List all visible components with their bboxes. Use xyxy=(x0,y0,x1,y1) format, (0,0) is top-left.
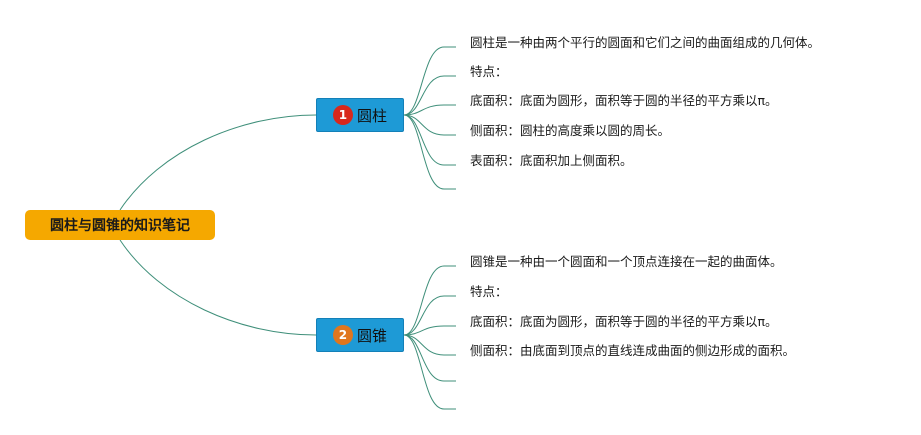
root-to-branch-1-connector xyxy=(119,114,317,211)
cone-base-area-leaf[interactable]: 底面积：底面为圆形，面积等于圆的半径的平方乘以π。 xyxy=(470,314,778,329)
leaf-connector-1-6 xyxy=(403,114,456,190)
cylinder-definition-leaf[interactable]: 圆柱是一种由两个平行的圆面和它们之间的曲面组成的几何体。 xyxy=(470,35,821,50)
leaf-connector-1-3 xyxy=(403,104,456,116)
leaf-connector-2-4 xyxy=(403,334,456,356)
leaf-connector-1-1 xyxy=(403,46,456,116)
cylinder-base-area-leaf[interactable]: 底面积：底面为圆形，面积等于圆的半径的平方乘以π。 xyxy=(470,93,778,108)
leaf-connector-2-2 xyxy=(403,295,456,336)
leaf-connector-1-4 xyxy=(403,114,456,136)
leaf-connector-2-5 xyxy=(403,334,456,382)
leaf-connector-1-2 xyxy=(403,75,456,116)
branch-node-cylinder[interactable]: 1 圆柱 xyxy=(316,98,404,132)
cylinder-lateral-area-leaf[interactable]: 侧面积：圆柱的高度乘以圆的周长。 xyxy=(470,123,671,138)
cylinder-features-leaf[interactable]: 特点： xyxy=(470,64,508,79)
leaf-connector-2-6 xyxy=(403,334,456,410)
root-node[interactable]: 圆柱与圆锥的知识笔记 xyxy=(25,210,215,240)
branch-2-leaf-connectors xyxy=(403,265,456,410)
root-to-branch-2-connector xyxy=(119,239,317,336)
leaf-connector-1-5 xyxy=(403,114,456,166)
cone-features-leaf[interactable]: 特点： xyxy=(470,284,508,299)
branch-node-cone[interactable]: 2 圆锥 xyxy=(316,318,404,352)
number-2-badge-icon: 2 xyxy=(332,325,353,345)
cylinder-surface-area-leaf[interactable]: 表面积：底面积加上侧面积。 xyxy=(470,153,633,168)
leaf-connector-2-3 xyxy=(403,325,456,336)
branch-node-label: 圆柱 xyxy=(356,106,387,125)
branch-node-label: 圆锥 xyxy=(356,326,387,345)
root-node-label: 圆柱与圆锥的知识笔记 xyxy=(50,218,190,234)
leaf-connector-2-1 xyxy=(403,265,456,336)
branch-1-leaf-connectors xyxy=(403,46,456,190)
number-1-badge-icon: 1 xyxy=(332,105,353,125)
cone-definition-leaf[interactable]: 圆锥是一种由一个圆面和一个顶点连接在一起的曲面体。 xyxy=(470,254,783,269)
cone-lateral-area-leaf[interactable]: 侧面积：由底面到顶点的直线连成曲面的侧边形成的面积。 xyxy=(470,343,796,358)
